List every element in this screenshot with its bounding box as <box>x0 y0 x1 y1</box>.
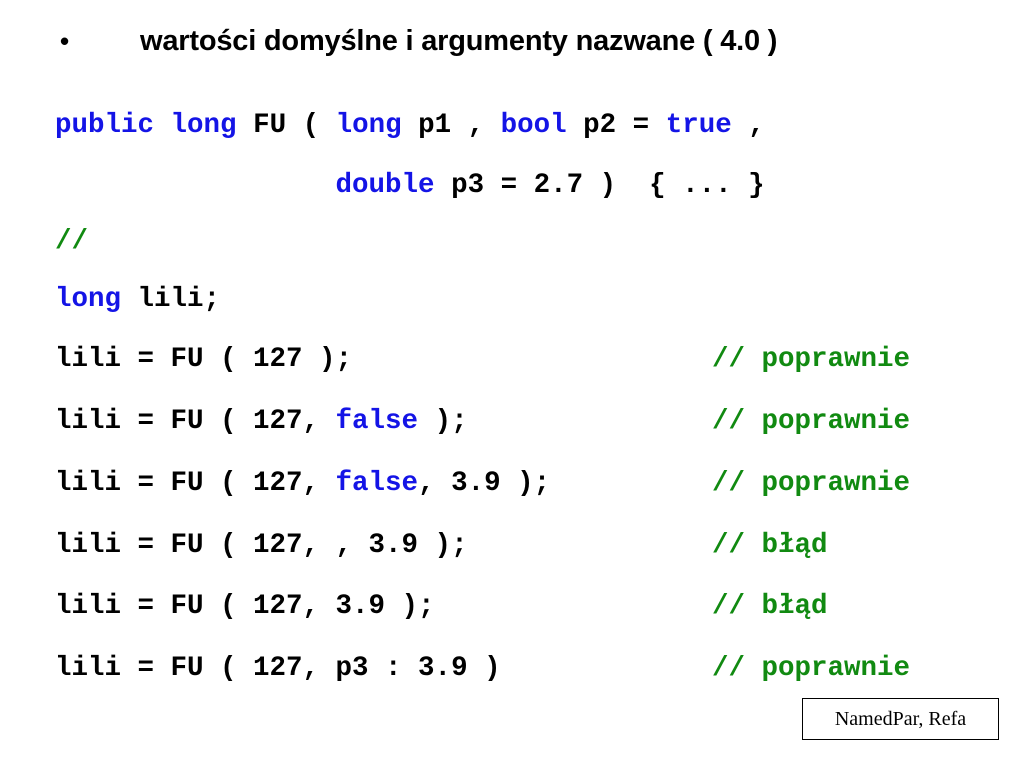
code-line-call: lili = FU ( 127, , 3.9 ); <box>55 526 468 566</box>
keyword-bool: bool <box>500 110 567 141</box>
footer-label: NamedPar, Refa <box>802 698 999 740</box>
keyword-long-param: long <box>335 110 402 141</box>
code-line-comment: // <box>55 222 88 262</box>
call-keyword: false <box>335 468 419 499</box>
code-line-call: lili = FU ( 127, false, 3.9 ); <box>55 464 550 504</box>
code-line-call: lili = FU ( 127, false ); <box>55 402 468 442</box>
code-text: p1 , <box>401 110 501 141</box>
call-keyword: false <box>335 406 419 437</box>
slide-heading: • wartości domyślne i argumenty nazwane … <box>55 18 955 64</box>
bullet-icon: • <box>60 26 70 56</box>
code-text: , <box>731 110 765 141</box>
call-pre: lili = FU ( 127 ); <box>55 344 353 375</box>
call-comment: // poprawnie <box>712 344 911 375</box>
call-comment: // poprawnie <box>712 406 911 437</box>
code-line-signature: public long FU ( long p1 , bool p2 = tru… <box>55 106 765 146</box>
code-line-declaration: long lili; <box>55 280 220 320</box>
code-line-call: lili = FU ( 127 ); <box>55 340 352 380</box>
call-pre: lili = FU ( 127, 3.9 ); <box>55 591 435 622</box>
code-line-call: lili = FU ( 127, 3.9 ); <box>55 587 435 627</box>
keyword-double: double <box>335 170 435 201</box>
keyword-long: long <box>55 284 122 315</box>
call-comment: // poprawnie <box>712 468 911 499</box>
call-comment: // błąd <box>712 530 828 561</box>
code-line-call: lili = FU ( 127, p3 : 3.9 ) <box>55 649 501 689</box>
call-comment: // poprawnie <box>712 653 911 684</box>
call-pre: lili = FU ( 127, <box>55 406 336 437</box>
call-post: , 3.9 ); <box>418 468 551 499</box>
slide-title: wartości domyślne i argumenty nazwane ( … <box>140 25 778 57</box>
keyword-true: true <box>665 110 732 141</box>
code-text: lili; <box>121 284 221 315</box>
code-text: p3 = 2.7 ) { ... } <box>434 170 765 201</box>
call-pre: lili = FU ( 127, , 3.9 ); <box>55 530 468 561</box>
code-text: FU ( <box>236 110 336 141</box>
code-text: p2 = <box>566 110 666 141</box>
code-comment: // <box>55 226 89 257</box>
keyword-public: public <box>55 110 155 141</box>
code-line-signature-continued: double p3 = 2.7 ) { ... } <box>55 166 765 206</box>
code-indent <box>55 170 336 201</box>
keyword-long: long <box>170 110 237 141</box>
call-comment: // błąd <box>712 591 828 622</box>
call-post: ); <box>418 406 468 437</box>
call-pre: lili = FU ( 127, p3 : 3.9 ) <box>55 653 501 684</box>
call-pre: lili = FU ( 127, <box>55 468 336 499</box>
